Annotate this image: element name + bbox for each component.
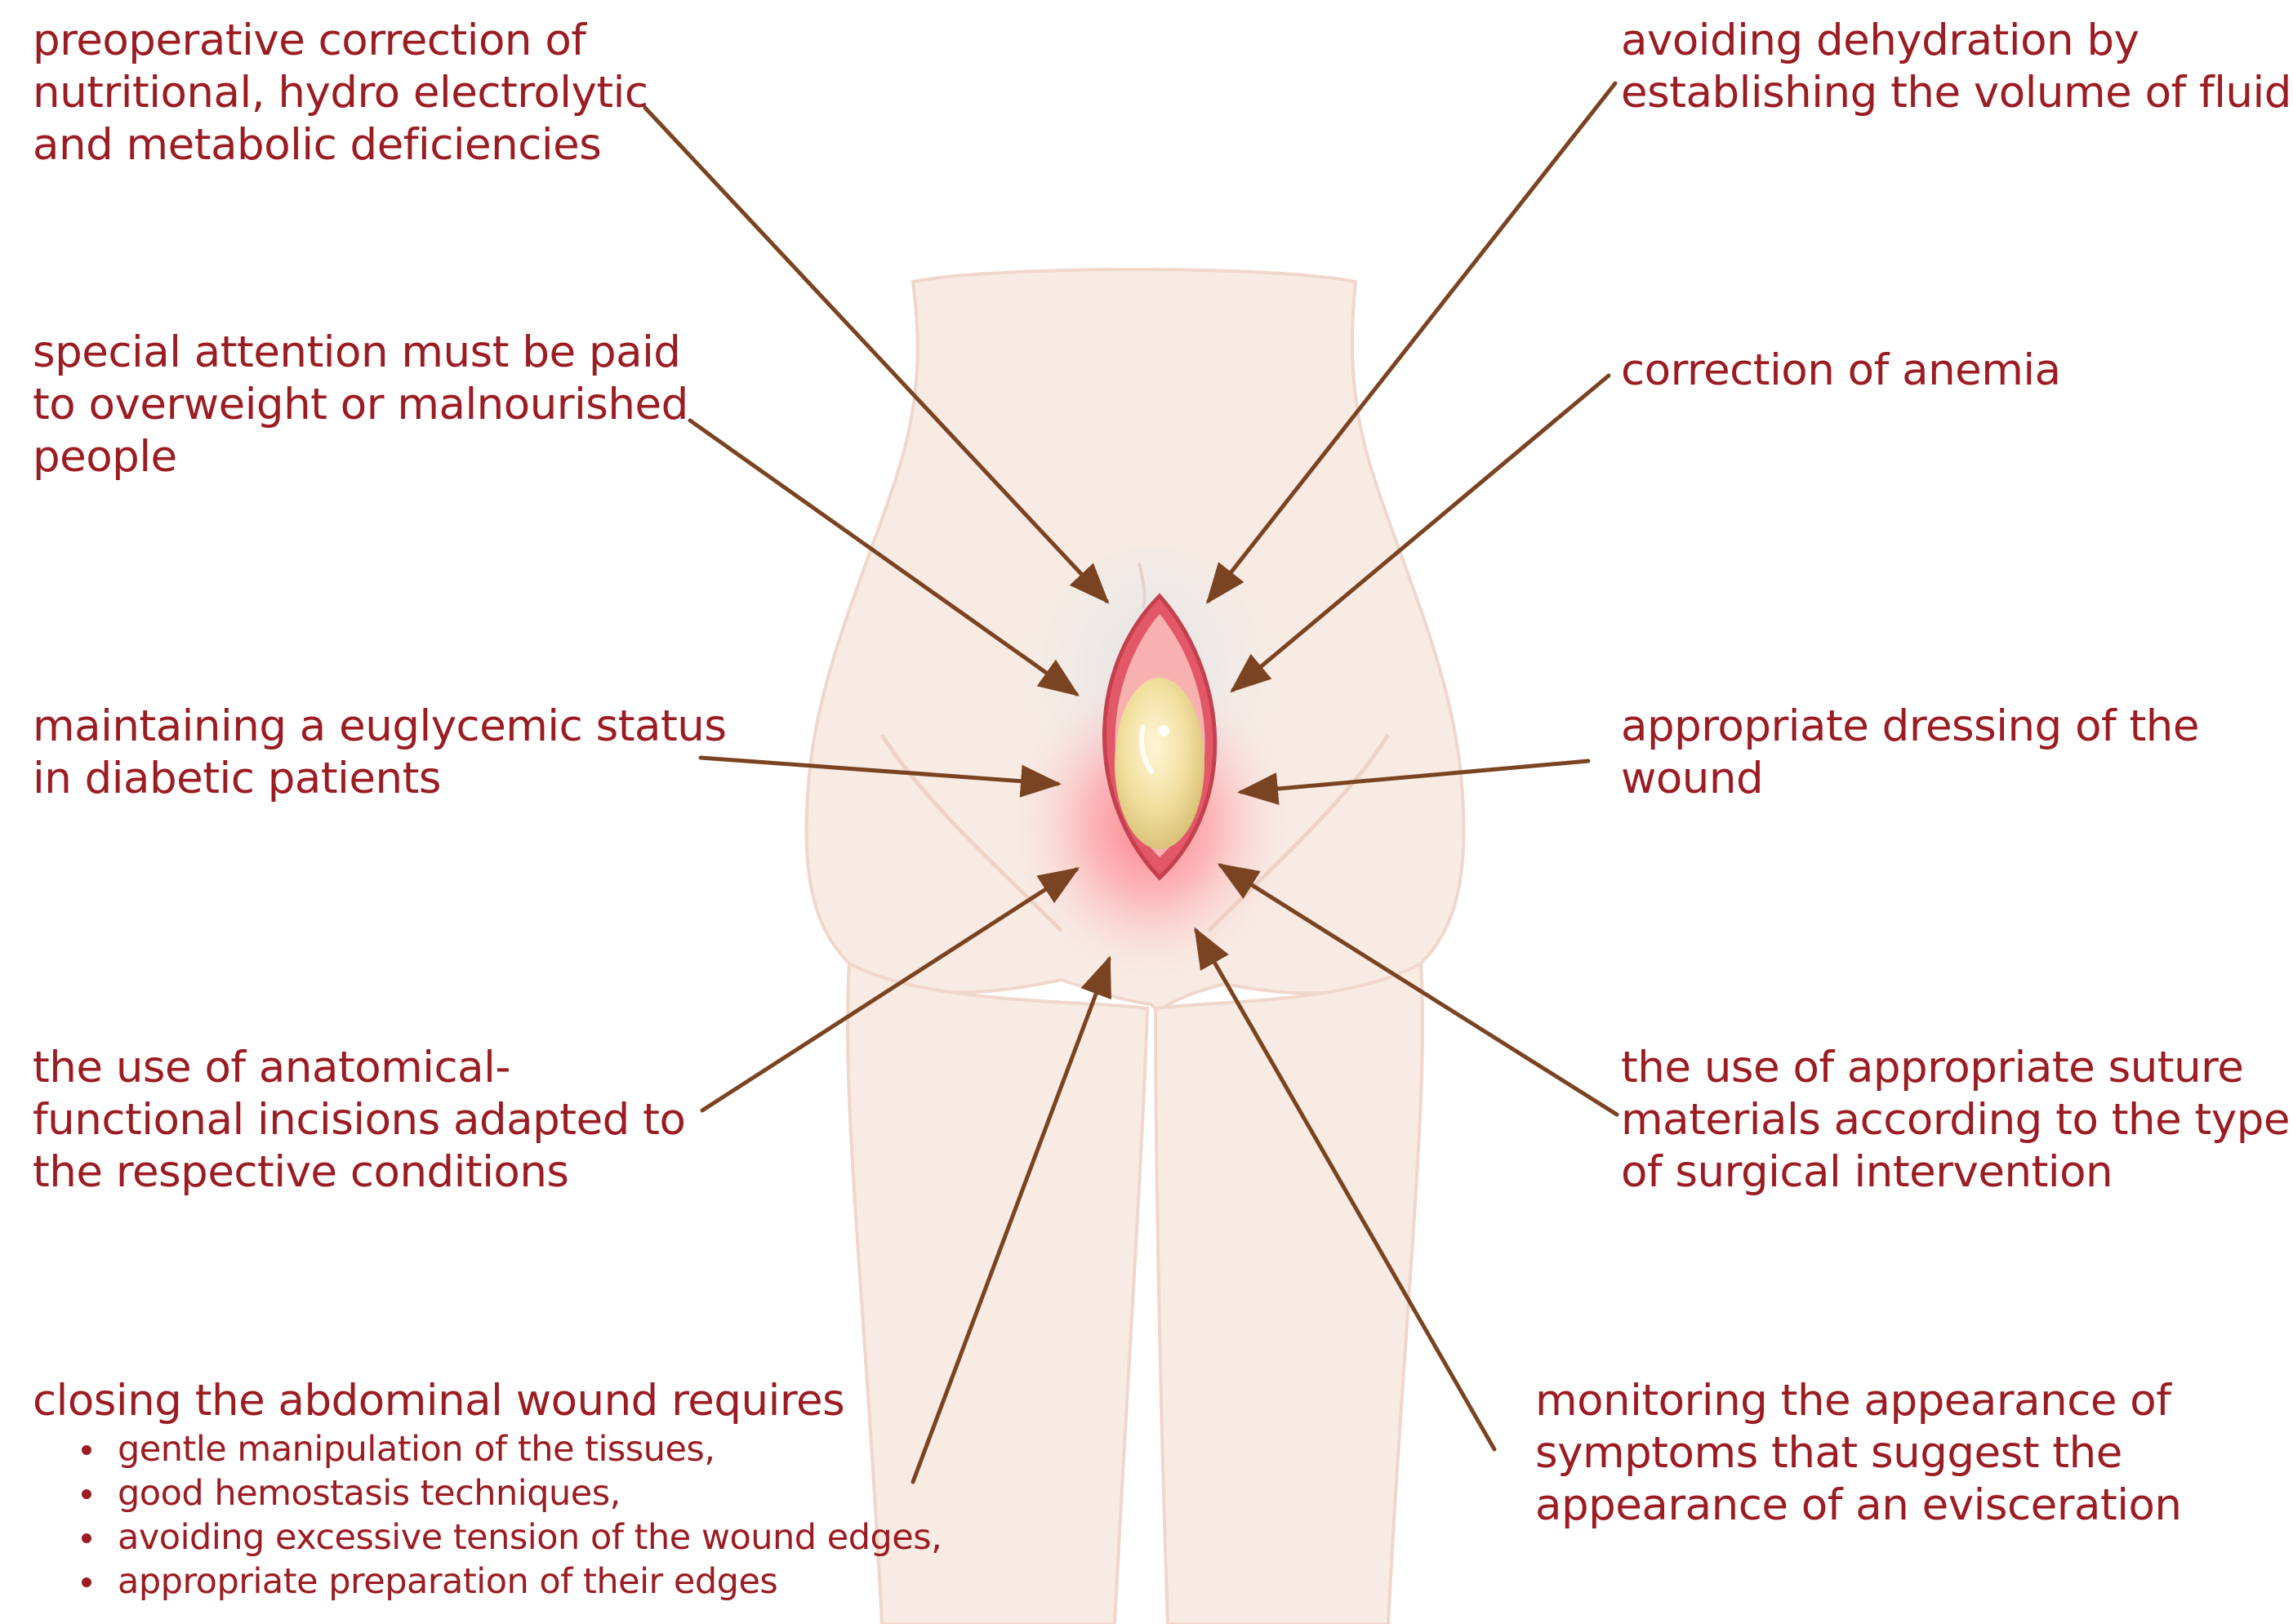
arrow-weight bbox=[688, 418, 1080, 696]
arrow-incisions bbox=[700, 867, 1080, 1113]
closing-bullet-item: good hemostasis techniques, bbox=[33, 1471, 942, 1515]
label-incisions: the use of anatomical- functional incisi… bbox=[33, 1043, 686, 1197]
label-dressing: appropriate dressing of the wound bbox=[1621, 701, 2200, 803]
label-anemia: correction of anemia bbox=[1621, 345, 2061, 395]
wound-highlight bbox=[1139, 724, 1154, 774]
label-sutures: the use of appropriate suture materials … bbox=[1621, 1043, 2290, 1197]
closing-bullet-list: gentle manipulation of the tissues, good… bbox=[33, 1427, 942, 1604]
closing-bullet-item: avoiding excessive tension of the wound … bbox=[33, 1515, 942, 1559]
right-leg-silhouette bbox=[1153, 960, 1424, 1624]
arrow-sutures bbox=[1217, 863, 1619, 1117]
arrow-anemia bbox=[1230, 373, 1611, 693]
wound-content bbox=[1115, 678, 1204, 849]
closing-bullet-item: gentle manipulation of the tissues, bbox=[33, 1427, 942, 1471]
label-closing: closing the abdominal wound requires gen… bbox=[33, 1375, 942, 1604]
arrow-dressing bbox=[1237, 759, 1591, 805]
label-glycemic: maintaining a euglycemic status in diabe… bbox=[33, 701, 727, 803]
closing-heading: closing the abdominal wound requires bbox=[33, 1376, 845, 1426]
label-dehydration: avoiding dehydration by establishing the… bbox=[1621, 16, 2293, 118]
label-nutrition: preoperative correction of nutritional, … bbox=[33, 16, 648, 170]
closing-bullet-item: appropriate preparation of their edges bbox=[33, 1559, 942, 1604]
arrow-closing bbox=[911, 955, 1111, 1484]
arrow-glycemic bbox=[698, 755, 1062, 798]
arrow-dehydration bbox=[1205, 81, 1618, 604]
label-weight: special attention must be paid to overwe… bbox=[33, 327, 688, 482]
label-evisceration: monitoring the appearance of symptoms th… bbox=[1535, 1376, 2182, 1530]
arrow-evisceration bbox=[1194, 927, 1497, 1452]
wound-highlight-dot bbox=[1158, 725, 1169, 736]
arrow-nutrition bbox=[643, 105, 1110, 604]
